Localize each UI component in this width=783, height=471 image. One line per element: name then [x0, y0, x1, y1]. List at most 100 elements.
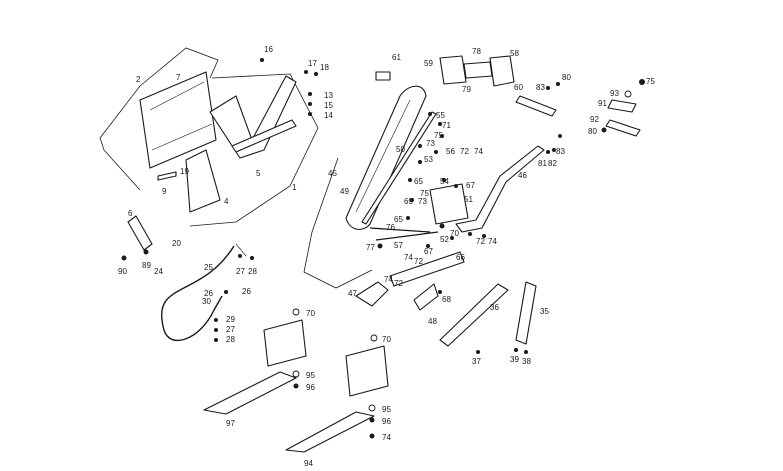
callout-74c: 74: [404, 253, 413, 262]
nut-39: [514, 348, 518, 352]
callout-70: 70: [450, 229, 459, 238]
callout-83: 83: [536, 83, 545, 92]
rod-part-50: [361, 111, 437, 225]
rod-57: [375, 231, 439, 241]
callout-72d: 72: [394, 279, 403, 288]
bolt-55: [428, 112, 432, 116]
blade-part-97: [203, 371, 297, 415]
callout-74e: 74: [382, 433, 391, 442]
callout-24: 24: [154, 267, 163, 276]
group-bracket-2: [99, 47, 219, 191]
spring-part-78: [463, 61, 493, 79]
callout-37: 37: [472, 357, 481, 366]
callout-83b: 83: [556, 147, 565, 156]
hinge-part-59: [439, 55, 467, 85]
callout-15: 15: [324, 101, 333, 110]
callout-50: 50: [396, 145, 405, 154]
callout-72: 72: [460, 147, 469, 156]
frame-part-5: [209, 75, 297, 159]
frame-part-46: [455, 145, 545, 233]
callout-96: 96: [306, 383, 315, 392]
callout-13: 13: [324, 91, 333, 100]
bracket-part-51: [429, 183, 469, 225]
callout-28: 28: [248, 267, 257, 276]
callout-56: 56: [446, 147, 455, 156]
callout-80b: 80: [588, 127, 597, 136]
callout-71: 71: [442, 121, 451, 130]
nut-17: [304, 70, 308, 74]
nut-81: [546, 150, 550, 154]
nut-70: [450, 236, 454, 240]
callout-70b: 70: [306, 309, 315, 318]
pin-89: [143, 249, 149, 255]
callout-5: 5: [256, 169, 261, 178]
strut-assembly: [439, 281, 537, 354]
callout-55: 55: [436, 111, 445, 120]
callout-75c: 75: [646, 77, 655, 86]
nut-83b: [558, 134, 562, 138]
callout-20: 20: [172, 239, 181, 248]
washer-56: [434, 150, 438, 154]
bolt-14: [308, 112, 312, 116]
callout-76: 76: [386, 223, 395, 232]
callout-95: 95: [306, 371, 315, 380]
callout-78: 78: [472, 47, 481, 56]
washer-18: [314, 72, 318, 76]
callout-4: 4: [224, 197, 229, 206]
bolt-70b: [292, 308, 300, 316]
callout-16: 16: [264, 45, 273, 54]
bolt-70c: [370, 334, 378, 342]
callout-36: 36: [490, 303, 499, 312]
nut-82: [552, 148, 556, 152]
callout-74: 74: [474, 147, 483, 156]
callout-70c: 70: [382, 335, 391, 344]
strut-part-36: [439, 283, 509, 347]
callout-46: 46: [518, 171, 527, 180]
nut-90: [121, 255, 127, 261]
bolt-15: [308, 102, 312, 106]
callout-66: 66: [456, 253, 465, 262]
bolt-80b: [601, 127, 607, 133]
callout-6: 6: [128, 209, 133, 218]
callout-97: 97: [226, 419, 235, 428]
nut-27: [238, 254, 242, 258]
callout-92: 92: [590, 115, 599, 124]
callout-74d: 74: [384, 275, 393, 284]
cable-assembly: [160, 243, 254, 342]
washer-28: [250, 256, 254, 260]
nut-74e: [369, 433, 375, 439]
nut-74: [482, 234, 486, 238]
callout-39: 39: [510, 355, 519, 364]
callout-72c: 72: [414, 257, 423, 266]
callout-14: 14: [324, 111, 333, 120]
callout-27b: 27: [226, 325, 235, 334]
blade-part-94: [285, 411, 375, 453]
bolt-37: [476, 350, 480, 354]
callout-51: 51: [464, 195, 473, 204]
callout-2: 2: [136, 75, 141, 84]
nut-80: [556, 82, 560, 86]
nut-67b: [426, 244, 430, 248]
plate-part-58: [489, 55, 515, 87]
callout-labels: 1 2 4 5 6 7 9 13 14 15 16 17 18 19 20 24…: [118, 45, 655, 468]
callout-79: 79: [462, 85, 471, 94]
bolt-9: [157, 171, 177, 181]
callout-91: 91: [598, 99, 607, 108]
bolt-16: [260, 58, 264, 62]
callout-45: 45: [328, 169, 337, 178]
washer-93: [624, 90, 632, 98]
bolt-13: [308, 92, 312, 96]
washer-27b: [214, 328, 218, 332]
handle-part-49: [345, 85, 427, 230]
callout-96b: 96: [382, 417, 391, 426]
callout-35: 35: [540, 307, 549, 316]
callout-54: 54: [440, 177, 449, 186]
callout-94: 94: [304, 459, 313, 468]
callout-47: 47: [348, 289, 357, 298]
strut-part-35: [515, 281, 537, 345]
group-bracket-45: [303, 157, 373, 289]
callout-93: 93: [610, 89, 619, 98]
nut-52: [439, 223, 445, 229]
blade-part-47: [355, 281, 389, 307]
callout-68: 68: [442, 295, 451, 304]
